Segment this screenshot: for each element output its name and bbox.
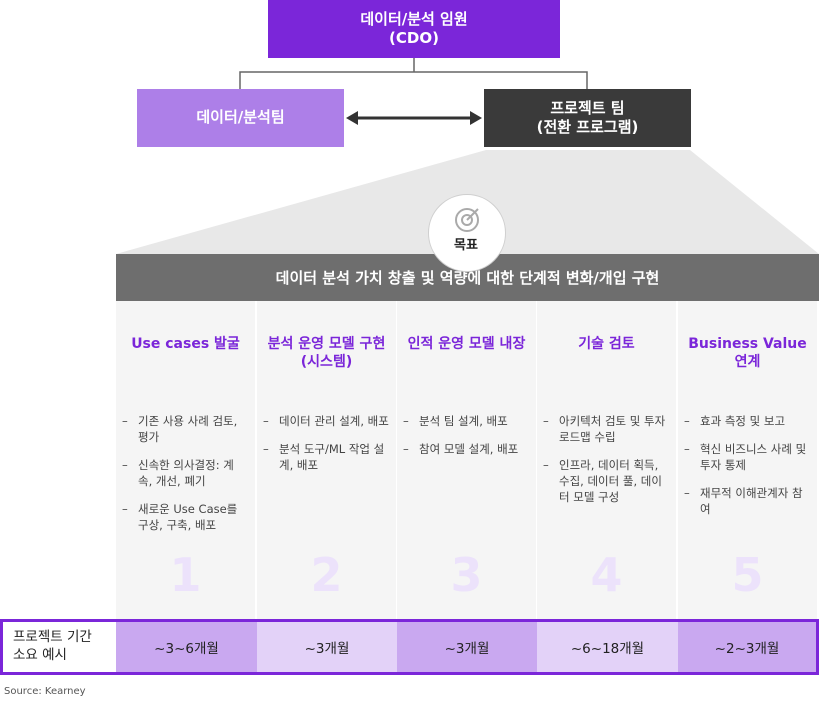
timeline-label-line1: 프로젝트 기간 xyxy=(13,629,92,646)
stage-3-bullets: 분석 팀 설계, 배포 참여 모델 설계, 배포 xyxy=(403,413,531,469)
stage-4-bullets: 아키텍처 검토 및 투자 로드맵 수립 인프라, 데이터 획득, 수집, 데이터… xyxy=(543,413,669,517)
goal-circle xyxy=(428,194,506,272)
stage-title-4-line1: 기술 검토 xyxy=(578,336,635,352)
stage-title-2-line2: (시스템) xyxy=(300,354,353,371)
list-item: 인프라, 데이터 획득, 수집, 데이터 풀, 데이터 모델 구성 xyxy=(543,457,669,505)
list-item: 재무적 이해관계자 참여 xyxy=(684,485,812,517)
goal-label: 목표 xyxy=(454,238,478,253)
project-team-box: 프로젝트 팀 (전환 프로그램) xyxy=(484,89,691,147)
duration-2: ~3개월 xyxy=(257,622,397,672)
list-item: 기존 사용 사례 검토, 평가 xyxy=(122,413,248,445)
cdo-subtitle: (CDO) xyxy=(389,29,439,47)
cdo-title: 데이터/분석 임원 xyxy=(360,9,468,28)
cdo-box: 데이터/분석 임원 (CDO) xyxy=(268,0,560,58)
stage-5-bullets: 효과 측정 및 보고 혁신 비즈니스 사례 및 투자 통제 재무적 이해관계자 … xyxy=(684,413,812,529)
stage-number-3: 3 xyxy=(450,548,483,602)
stage-title-5: Business Value 연계 xyxy=(678,335,817,371)
stage-number-2: 2 xyxy=(310,548,343,602)
list-item: 아키텍처 검토 및 투자 로드맵 수립 xyxy=(543,413,669,445)
stage-2-bullets: 데이터 관리 설계, 배포 분석 도구/ML 작업 설계, 배포 xyxy=(263,413,389,485)
list-item: 혁신 비즈니스 사례 및 투자 통제 xyxy=(684,441,812,473)
stage-title-5-line2: 연계 xyxy=(734,354,761,371)
duration-1: ~3~6개월 xyxy=(116,622,257,672)
arrowhead-right xyxy=(470,111,482,125)
timeline-label-line2: 소요 예시 xyxy=(13,647,67,663)
stage-title-2-line1: 분석 운영 모델 구현 xyxy=(267,336,386,352)
stage-title-2: 분석 운영 모델 구현 (시스템) xyxy=(257,335,396,371)
duration-3: ~3개월 xyxy=(397,622,537,672)
target-icon xyxy=(455,208,479,232)
arrowhead-left xyxy=(346,111,358,125)
stage-title-3-line1: 인적 운영 모델 내장 xyxy=(407,336,526,352)
list-item: 데이터 관리 설계, 배포 xyxy=(263,413,389,429)
reporting-line xyxy=(239,71,588,89)
stage-title-1-line1: Use cases 발굴 xyxy=(131,336,240,352)
stage-title-4: 기술 검토 xyxy=(537,335,676,353)
duration-5: ~2~3개월 xyxy=(678,622,816,672)
stage-number-4: 4 xyxy=(590,548,623,602)
duration-4: ~6~18개월 xyxy=(537,622,678,672)
data-team-box: 데이터/분석팀 xyxy=(137,89,344,147)
data-team-label: 데이터/분석팀 xyxy=(196,108,285,127)
list-item: 분석 팀 설계, 배포 xyxy=(403,413,531,429)
list-item: 새로운 Use Case를 구상, 구축, 배포 xyxy=(122,501,248,533)
list-item: 신속한 의사결정: 계속, 개선, 폐기 xyxy=(122,457,248,489)
stage-1-bullets: 기존 사용 사례 검토, 평가 신속한 의사결정: 계속, 개선, 폐기 새로운… xyxy=(122,413,248,546)
goal-statement-bar: 데이터 분석 가치 창출 및 역량에 대한 단계적 변화/개입 구현 xyxy=(116,254,819,301)
stage-title-1: Use cases 발굴 xyxy=(116,335,255,353)
list-item: 효과 측정 및 보고 xyxy=(684,413,812,429)
project-team-subtitle: (전환 프로그램) xyxy=(536,118,639,136)
goal-statement: 데이터 분석 가치 창출 및 역량에 대한 단계적 변화/개입 구현 xyxy=(275,269,660,287)
source-note: Source: Kearney xyxy=(4,686,86,697)
timeline-row: 프로젝트 기간 소요 예시 ~3~6개월 ~3개월 ~3개월 ~6~18개월 ~… xyxy=(0,619,819,675)
timeline-label: 프로젝트 기간 소요 예시 xyxy=(3,622,116,672)
stage-title-5-line1: Business Value xyxy=(688,336,807,352)
stage-number-1: 1 xyxy=(169,548,202,602)
stage-number-5: 5 xyxy=(731,548,764,602)
list-item: 분석 도구/ML 작업 설계, 배포 xyxy=(263,441,389,473)
stage-column-3 xyxy=(397,301,536,619)
list-item: 참여 모델 설계, 배포 xyxy=(403,441,531,457)
stage-title-3: 인적 운영 모델 내장 xyxy=(397,335,536,353)
project-team-title: 프로젝트 팀 xyxy=(550,98,625,117)
